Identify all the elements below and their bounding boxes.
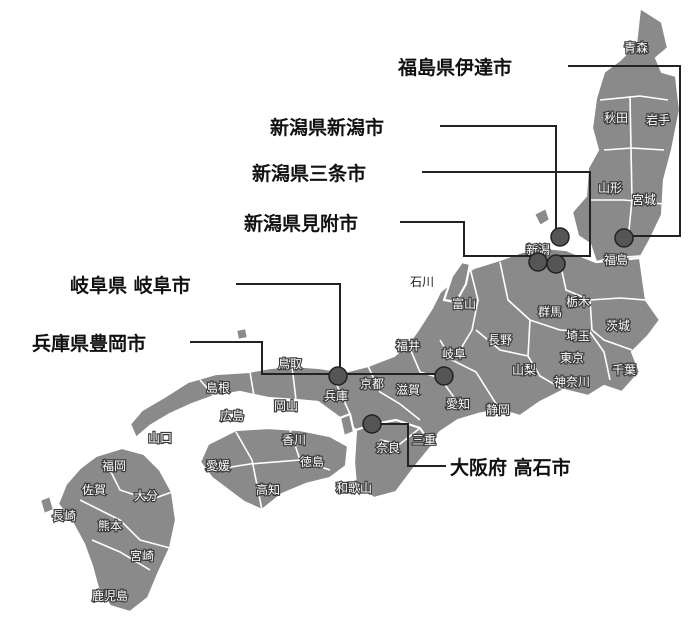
pref-saga: 佐賀 xyxy=(82,483,106,497)
callout-mitsuke: 新潟県見附市 xyxy=(244,212,358,235)
callout-sanjo: 新潟県三条市 xyxy=(252,162,366,185)
pref-shimane: 島根 xyxy=(206,380,230,395)
pref-nara: 奈良 xyxy=(376,440,400,455)
oki-island xyxy=(234,326,250,342)
prefecture-borders xyxy=(79,95,669,571)
callout-niigata: 新潟県新潟市 xyxy=(270,116,384,139)
kii-peninsula-landmass xyxy=(352,418,434,500)
marker-gifu xyxy=(434,366,454,386)
callout-takaishi: 大阪府 高石市 xyxy=(450,456,571,479)
pref-miyagi: 宮城 xyxy=(632,192,656,207)
land-masses xyxy=(38,6,682,614)
pref-kanagawa: 神奈川 xyxy=(554,375,590,389)
goto-island xyxy=(38,494,56,516)
callout-toyooka: 兵庫県豊岡市 xyxy=(32,332,146,355)
leader-mitsuke xyxy=(400,221,538,257)
pref-fukuoka: 福岡 xyxy=(102,458,126,473)
callout-date: 福島県伊達市 xyxy=(397,56,512,79)
city-markers xyxy=(328,227,634,434)
pref-iwate: 岩手 xyxy=(646,112,670,127)
kyushu-landmass xyxy=(56,446,178,614)
leader-date xyxy=(568,65,681,237)
marker-date xyxy=(614,228,634,248)
shikoku-landmass xyxy=(198,426,350,512)
marker-sanjo xyxy=(546,254,566,274)
pref-gifu: 岐阜 xyxy=(442,347,466,361)
marker-niigata xyxy=(550,227,570,247)
pref-tokushima: 徳島 xyxy=(300,454,324,469)
pref-kochi: 高知 xyxy=(256,482,280,497)
pref-yamanashi: 山梨 xyxy=(512,363,536,377)
honshu-central-landmass xyxy=(128,246,662,472)
pref-toyama: 富山 xyxy=(452,296,476,311)
leader-sanjo xyxy=(422,171,591,257)
pref-wakayama: 和歌山 xyxy=(336,480,372,495)
pref-miyazaki: 宮崎 xyxy=(130,548,154,563)
leader-lines xyxy=(190,65,681,467)
pref-nagasaki: 長崎 xyxy=(52,509,76,523)
prefecture-labels: 青森 秋田 岩手 山形 宮城 福島 新潟 石川 富山 群馬 栃木 茨城 埼玉 東… xyxy=(51,39,671,604)
pref-ibaraki: 茨城 xyxy=(606,319,630,333)
leader-takaishi xyxy=(372,423,446,467)
pref-hyogo: 兵庫 xyxy=(324,389,348,403)
pref-kagoshima: 鹿児島 xyxy=(92,588,128,603)
pref-yamaguchi: 山口 xyxy=(148,431,172,445)
pref-shiga: 滋賀 xyxy=(396,383,420,397)
marker-mitsuke xyxy=(528,252,548,272)
pref-tokyo: 東京 xyxy=(560,351,584,365)
pref-nagano: 長野 xyxy=(488,333,512,347)
awaji-island xyxy=(338,412,356,438)
pref-fukushima: 福島 xyxy=(604,252,628,267)
pref-yamagata: 山形 xyxy=(598,181,622,195)
pref-gunma: 群馬 xyxy=(538,305,562,319)
pref-aomori: 青森 xyxy=(624,40,648,55)
pref-tochigi: 栃木 xyxy=(566,295,590,309)
pref-tottori: 鳥取 xyxy=(278,356,302,371)
pref-aichi: 愛知 xyxy=(446,397,470,411)
pref-niigata: 新潟 xyxy=(526,242,550,257)
pref-hiroshima: 広島 xyxy=(220,408,244,423)
marker-takaishi xyxy=(362,414,382,434)
pref-oita: 大分 xyxy=(134,489,158,503)
pref-shizuoka: 静岡 xyxy=(486,403,510,417)
pref-akita: 秋田 xyxy=(604,111,628,125)
noto-peninsula-landmass xyxy=(442,260,472,304)
pref-fukui: 福井 xyxy=(396,338,420,353)
pref-kagawa: 香川 xyxy=(282,433,306,447)
city-callout-labels: 福島県伊達市 新潟県新潟市 新潟県三条市 新潟県見附市 岐阜県 岐阜市 兵庫県豊… xyxy=(32,56,571,479)
leader-gifu xyxy=(236,283,440,375)
pref-mie: 三重 xyxy=(412,433,436,447)
pref-kumamoto: 熊本 xyxy=(98,518,122,533)
pref-kyoto: 京都 xyxy=(360,377,384,391)
sado-island xyxy=(532,206,552,228)
pref-ehime: 愛媛 xyxy=(206,459,230,473)
callout-gifu: 岐阜県 岐阜市 xyxy=(70,274,191,297)
pref-chiba: 千葉 xyxy=(612,363,636,377)
pref-ishikawa: 石川 xyxy=(410,275,434,289)
leader-toyooka xyxy=(190,341,334,375)
marker-toyooka xyxy=(328,366,348,386)
leader-niigata xyxy=(440,125,557,236)
pref-okayama: 岡山 xyxy=(274,399,298,413)
pref-saitama: 埼玉 xyxy=(566,329,590,343)
